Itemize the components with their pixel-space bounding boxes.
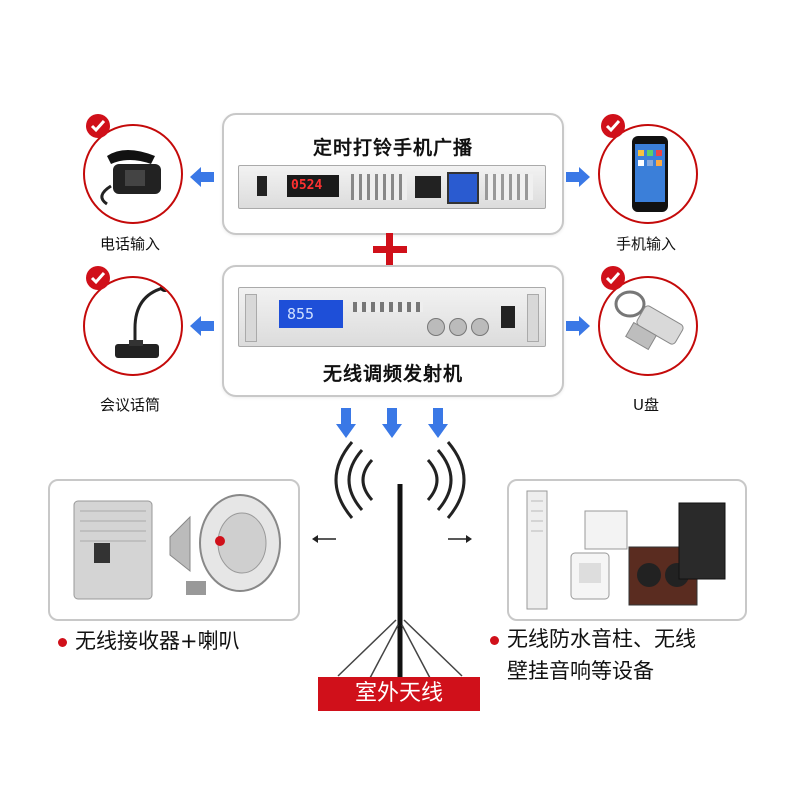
speakers-box bbox=[507, 479, 747, 621]
microphone-circle bbox=[83, 276, 183, 376]
arrow-down-2 bbox=[382, 408, 402, 438]
antenna-graphic bbox=[334, 441, 466, 679]
check-icon bbox=[601, 114, 625, 138]
check-icon bbox=[86, 114, 110, 138]
microphone-icon bbox=[115, 284, 170, 358]
bell-broadcast-device: 0524 bbox=[238, 165, 546, 209]
lcd-digits: 855 bbox=[287, 305, 315, 323]
speakers-text-block: 无线防水音柱、无线 壁挂音响等设备 bbox=[490, 623, 696, 687]
arrow-down-1 bbox=[336, 408, 356, 438]
usb-circle bbox=[598, 276, 698, 376]
fm-transmitter-device: 855 bbox=[238, 287, 546, 347]
antenna-label: 室外天线 bbox=[318, 677, 480, 711]
telephone-caption: 电话输入 bbox=[99, 235, 160, 253]
bell-broadcast-box: 定时打铃手机广播 0524 bbox=[222, 113, 564, 235]
microphone-caption: 会议话筒 bbox=[99, 396, 160, 414]
knob-2 bbox=[449, 318, 467, 336]
button-grid bbox=[351, 174, 407, 200]
power-switch bbox=[501, 306, 515, 328]
brand-logo bbox=[415, 176, 441, 198]
arrow-right-small bbox=[448, 535, 472, 543]
fm-transmitter-title: 无线调频发射机 bbox=[322, 363, 463, 385]
bullet-icon bbox=[58, 637, 67, 647]
speakers-line-2: 壁挂音响等设备 bbox=[507, 659, 654, 683]
mobile-phone-icon bbox=[632, 136, 668, 212]
telephone-icon bbox=[100, 150, 161, 206]
receiver-horn-image bbox=[73, 494, 281, 600]
usb-caption: U盘 bbox=[633, 396, 659, 414]
arrow-right-mid bbox=[566, 316, 590, 336]
receiver-horn-text-row: 无线接收器+喇叭 bbox=[58, 625, 240, 657]
receiver-horn-text: 无线接收器+喇叭 bbox=[75, 629, 240, 653]
led-digits: 0524 bbox=[291, 178, 323, 193]
phone-caption: 手机输入 bbox=[615, 235, 676, 253]
button-row bbox=[353, 302, 423, 312]
arrow-left-mid bbox=[190, 316, 214, 336]
bullet-icon bbox=[490, 635, 499, 645]
fm-transmitter-box: 855 无线调频发射机 bbox=[222, 265, 564, 397]
handle-left bbox=[245, 294, 257, 342]
arrow-right-top bbox=[566, 167, 590, 187]
speakers-image bbox=[526, 490, 726, 610]
telephone-circle bbox=[83, 124, 183, 224]
handle-right bbox=[527, 294, 539, 342]
bell-broadcast-title: 定时打铃手机广播 bbox=[312, 137, 473, 159]
arrow-down-3 bbox=[428, 408, 448, 438]
arrow-left-small bbox=[312, 535, 336, 543]
lcd-screen bbox=[447, 172, 479, 204]
led-display: 0524 bbox=[287, 175, 339, 197]
receiver-horn-box bbox=[48, 479, 300, 621]
knob-1 bbox=[427, 318, 445, 336]
check-icon bbox=[86, 266, 110, 290]
speakers-line-1: 无线防水音柱、无线 bbox=[507, 627, 696, 651]
keypad bbox=[485, 174, 533, 200]
arrow-left-top bbox=[190, 167, 214, 187]
plus-icon-vertical bbox=[386, 233, 393, 267]
phone-circle bbox=[598, 124, 698, 224]
speakers-line-1-row: 无线防水音柱、无线 bbox=[490, 623, 696, 655]
knob-3 bbox=[471, 318, 489, 336]
lcd-display: 855 bbox=[279, 300, 343, 328]
power-switch bbox=[257, 176, 267, 196]
check-icon bbox=[601, 266, 625, 290]
usb-drive-icon bbox=[614, 290, 684, 351]
